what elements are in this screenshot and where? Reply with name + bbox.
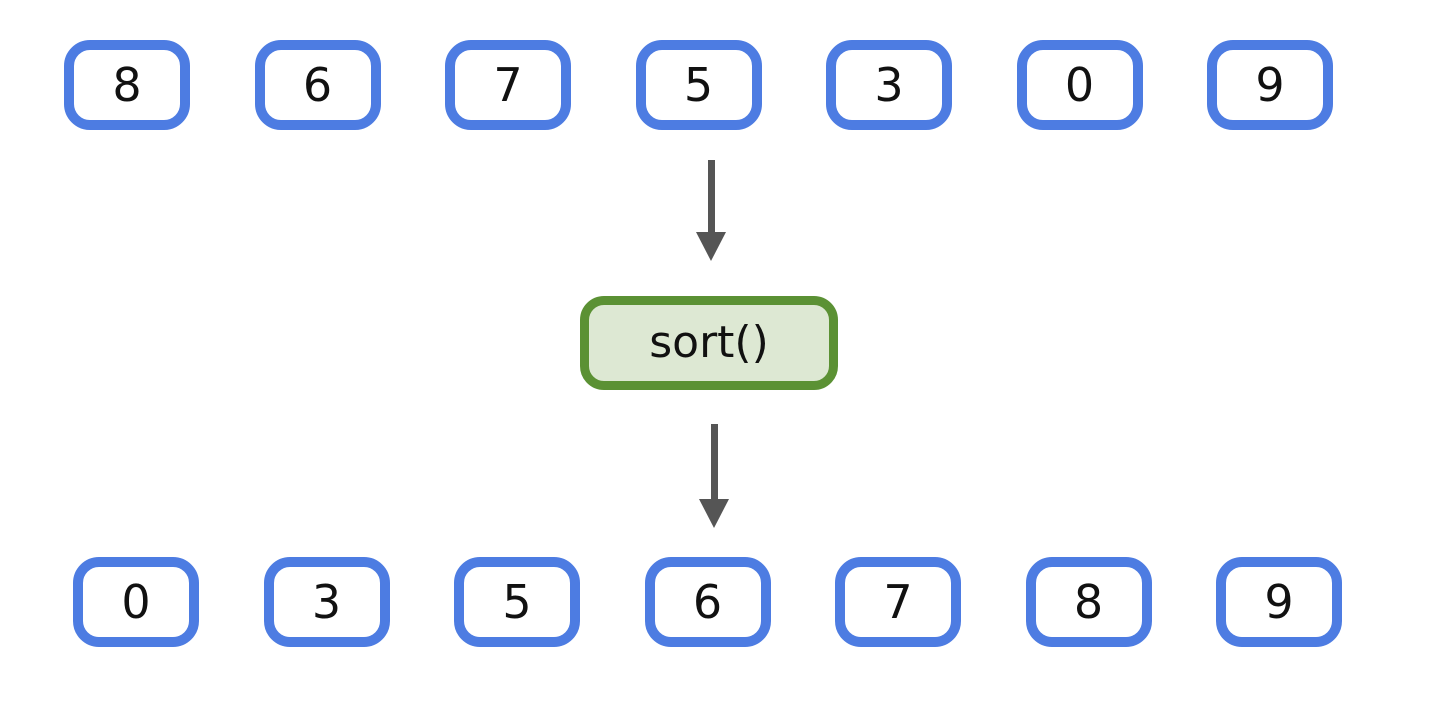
arrow-head xyxy=(699,499,729,528)
arrow-head xyxy=(696,232,726,261)
sort-operation-box: sort() xyxy=(580,296,838,390)
array-cell: 3 xyxy=(826,40,952,130)
array-cell: 5 xyxy=(635,40,762,130)
arrow-shaft xyxy=(707,160,715,232)
array-cell: 0 xyxy=(73,557,199,647)
array-cell: 7 xyxy=(835,557,961,647)
down-arrow-icon xyxy=(699,424,729,528)
array-cell: 9 xyxy=(1207,40,1333,130)
array-cell: 0 xyxy=(1016,40,1143,130)
arrow-shaft xyxy=(710,424,718,499)
unsorted-array-row: 8 6 7 5 3 0 9 xyxy=(0,40,1436,130)
array-cell: 8 xyxy=(1025,557,1152,647)
array-cell: 7 xyxy=(445,40,571,130)
array-cell: 8 xyxy=(64,40,190,130)
array-cell: 3 xyxy=(263,557,390,647)
sorted-array-row: 0 3 5 6 7 8 9 xyxy=(0,557,1436,647)
array-cell: 6 xyxy=(254,40,381,130)
array-cell: 5 xyxy=(454,557,580,647)
array-cell: 6 xyxy=(644,557,771,647)
down-arrow-icon xyxy=(696,160,726,261)
array-cell: 9 xyxy=(1216,557,1342,647)
sort-operation-label: sort() xyxy=(649,317,769,368)
